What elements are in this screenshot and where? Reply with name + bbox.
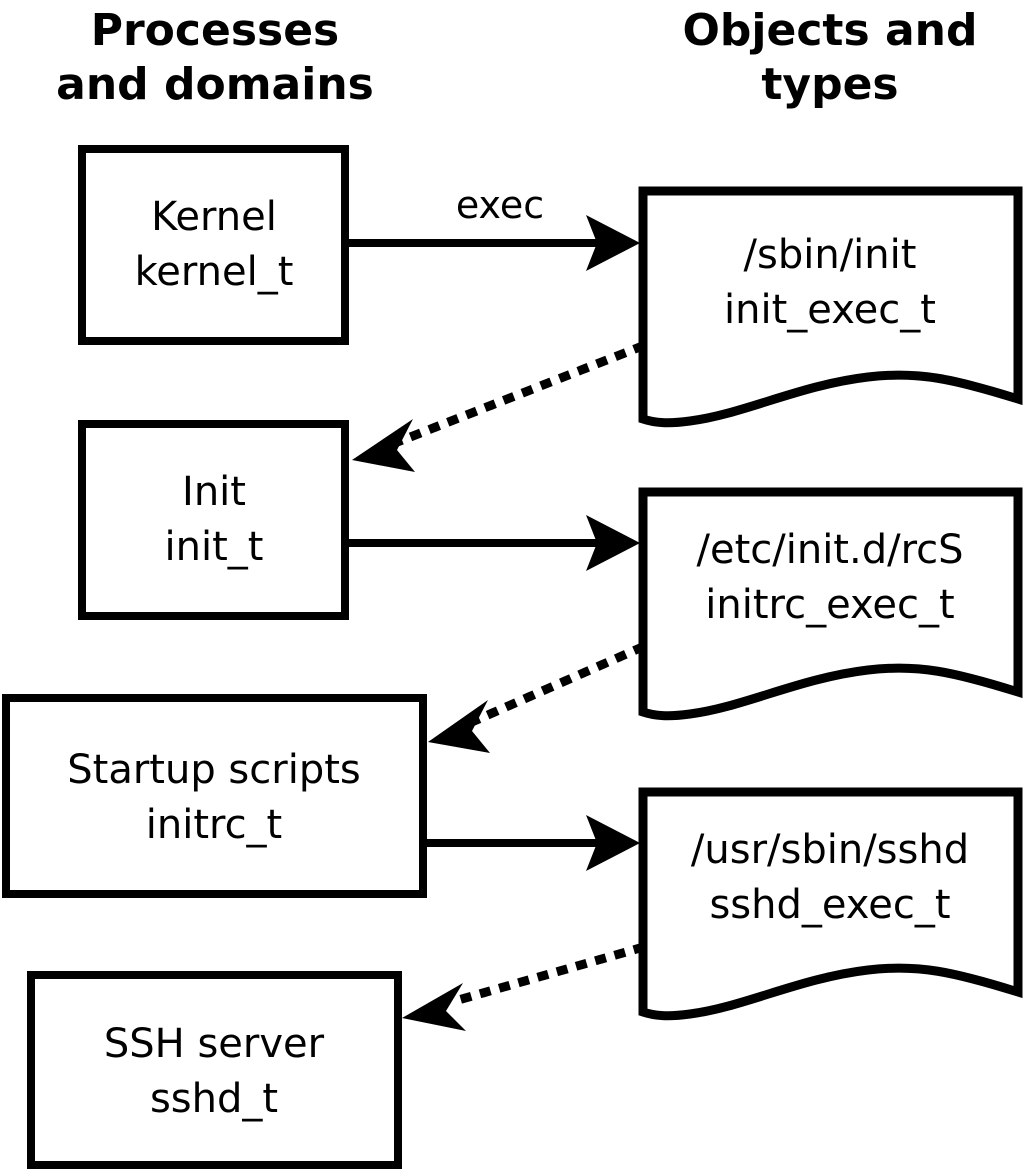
node-init-line1: Init	[182, 469, 246, 515]
node-usr-sbin-sshd-line2: sshd_exec_t	[709, 882, 950, 928]
node-etc-initd-rcs[interactable]: /etc/init.d/rcS initrc_exec_t	[638, 487, 1023, 721]
node-sbin-init[interactable]: /sbin/init init_exec_t	[638, 186, 1023, 428]
node-sbin-init-line2: init_exec_t	[724, 287, 936, 333]
node-ssh-server-box	[27, 971, 402, 1169]
column-header-processes-line2: and domains	[56, 59, 374, 110]
edge-kernel-exec-init-exec: exec	[348, 183, 640, 271]
edge-kernel-exec-arrowhead	[586, 215, 640, 271]
edge-sshd-exec-transition-line	[442, 942, 646, 1009]
edge-init-exec-transition-line	[389, 341, 646, 449]
node-init[interactable]: Init init_t	[78, 420, 349, 620]
column-header-objects: Objects and types	[683, 5, 978, 110]
node-sbin-init-document	[638, 186, 1023, 428]
column-header-objects-line2: types	[761, 59, 898, 110]
node-kernel-line1: Kernel	[151, 194, 277, 240]
edge-init-exec-arrowhead	[586, 515, 640, 571]
edge-initrc-exec-transition-arrowhead	[428, 700, 490, 753]
edge-label-exec: exec	[456, 183, 544, 227]
node-startup-scripts-box	[2, 694, 427, 898]
node-usr-sbin-sshd-document	[638, 787, 1023, 1021]
node-etc-initd-rcs-line2: initrc_exec_t	[705, 582, 954, 628]
column-header-processes-line1: Processes	[91, 5, 340, 56]
node-usr-sbin-sshd[interactable]: /usr/sbin/sshd sshd_exec_t	[638, 787, 1023, 1021]
edge-init-exec-transition-init	[352, 341, 646, 472]
column-header-objects-line1: Objects and	[683, 5, 978, 56]
node-kernel-box	[78, 145, 349, 345]
node-startup-scripts[interactable]: Startup scripts initrc_t	[2, 694, 427, 898]
node-kernel[interactable]: Kernel kernel_t	[78, 145, 349, 345]
node-etc-initd-rcs-document	[638, 487, 1023, 721]
column-header-processes: Processes and domains	[56, 5, 374, 110]
node-sbin-init-line1: /sbin/init	[744, 232, 917, 278]
edge-sshd-exec-transition-sshd	[402, 942, 646, 1031]
node-startup-scripts-line1: Startup scripts	[67, 747, 360, 793]
edge-init-exec-initrc-exec	[348, 515, 640, 571]
node-ssh-server[interactable]: SSH server sshd_t	[27, 971, 402, 1169]
node-init-box	[78, 420, 349, 620]
node-usr-sbin-sshd-line1: /usr/sbin/sshd	[691, 827, 969, 873]
edge-initrc-exec-arrowhead	[586, 815, 640, 871]
node-startup-scripts-line2: initrc_t	[146, 802, 283, 848]
node-init-line2: init_t	[165, 524, 264, 570]
node-ssh-server-line1: SSH server	[104, 1021, 325, 1067]
edge-sshd-exec-transition-arrowhead	[402, 983, 466, 1031]
edge-initrc-exec-transition-initrc	[428, 642, 646, 753]
node-kernel-line2: kernel_t	[135, 249, 294, 295]
node-etc-initd-rcs-line1: /etc/init.d/rcS	[696, 527, 963, 573]
edge-initrc-exec-transition-line	[466, 642, 646, 728]
edge-init-exec-transition-arrowhead	[352, 419, 415, 472]
node-ssh-server-line2: sshd_t	[150, 1076, 278, 1122]
edge-initrc-exec-sshd-exec	[427, 815, 640, 871]
